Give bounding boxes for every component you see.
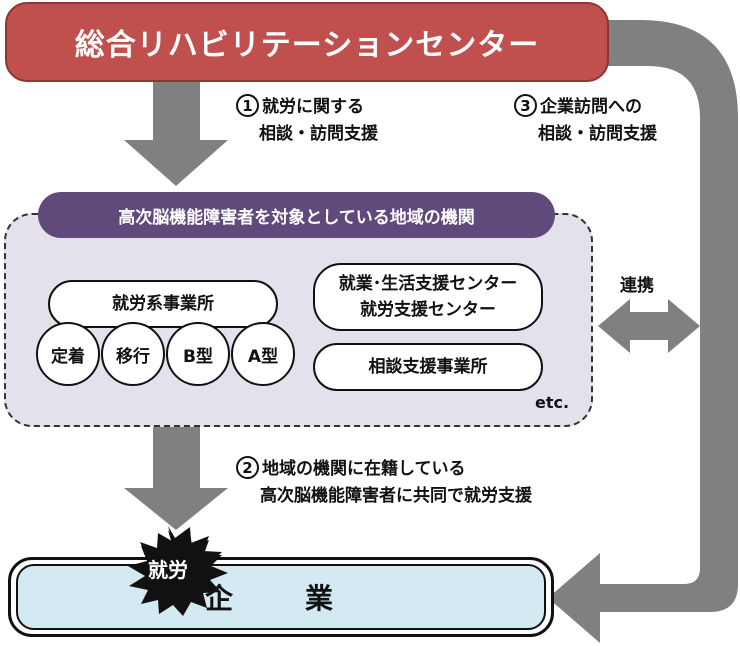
flow-2-line1: 地域の機関に在籍している bbox=[262, 459, 466, 479]
flow-2-number: 2 bbox=[236, 456, 259, 479]
flow-1-number: 1 bbox=[236, 94, 259, 117]
flow-1-line2: 相談・訪問支援 bbox=[259, 124, 378, 144]
employment-office-pill: 就労系事業所 bbox=[48, 280, 278, 328]
arrow-curve-3 bbox=[548, 20, 738, 643]
flow-3-line2: 相談・訪問支援 bbox=[538, 124, 657, 144]
flow-2-line2: 高次脳機能障害者に共同で就労支援 bbox=[260, 486, 532, 506]
region-title: 高次脳機能障害者を対象としている地域の機関 bbox=[118, 207, 475, 228]
employment-office-label: 就労系事業所 bbox=[112, 294, 214, 314]
support-center-line1: 就業･生活支援センター bbox=[338, 274, 518, 294]
type-circle-ikou: 移行 bbox=[101, 322, 165, 386]
flow-1-line1: 就労に関する bbox=[262, 97, 364, 117]
type-label-b: B型 bbox=[183, 346, 213, 367]
arrow-down-2 bbox=[124, 426, 228, 530]
type-circle-teichaku: 定着 bbox=[36, 322, 100, 386]
support-center-line2: 就労支援センター bbox=[360, 300, 496, 320]
etc-label: etc. bbox=[535, 393, 570, 412]
type-circle-a: A型 bbox=[231, 322, 295, 386]
company-box-inner bbox=[16, 564, 546, 630]
link-label: 連携 bbox=[620, 276, 654, 296]
type-label-ikou: 移行 bbox=[116, 346, 150, 367]
support-center-pill: 就業･生活支援センター 就労支援センター bbox=[313, 263, 543, 331]
arrow-down-1 bbox=[124, 82, 228, 186]
employment-burst-label: 就労 bbox=[148, 557, 188, 582]
consultation-office-pill: 相談支援事業所 bbox=[313, 343, 543, 391]
rehab-center-box: 総合リハビリテーションセンター bbox=[5, 2, 609, 82]
flow-3-line1: 企業訪問への bbox=[540, 97, 642, 117]
rehab-center-label: 総合リハビリテーションセンター bbox=[74, 28, 540, 63]
flow-3-number: 3 bbox=[514, 94, 537, 117]
type-label-teichaku: 定着 bbox=[51, 346, 85, 367]
consultation-office-label: 相談支援事業所 bbox=[368, 357, 488, 377]
type-label-a: A型 bbox=[247, 346, 279, 367]
region-title-banner: 高次脳機能障害者を対象としている地域の機関 bbox=[38, 192, 555, 238]
type-circle-b: B型 bbox=[166, 322, 230, 386]
double-arrow-link bbox=[598, 299, 700, 353]
